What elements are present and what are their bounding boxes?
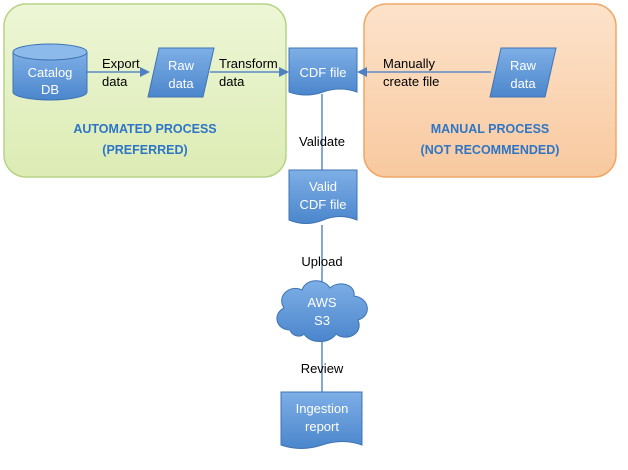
raw-data-manual-node: Raw data bbox=[489, 47, 557, 98]
manual-panel-title-line1: MANUAL PROCESS bbox=[431, 122, 550, 136]
label-transform-line1: Transform bbox=[219, 56, 278, 71]
raw-data-manual-line1: Raw bbox=[510, 58, 537, 73]
raw-data-automated-node: Raw data bbox=[147, 47, 215, 98]
raw-data-automated-line1: Raw bbox=[168, 58, 195, 73]
cdf-file-label: CDF file bbox=[300, 65, 347, 80]
label-export-line1: Export bbox=[102, 56, 140, 71]
label-export-line2: data bbox=[102, 74, 128, 89]
manual-panel-title-line2: (NOT RECOMMENDED) bbox=[421, 143, 560, 157]
automated-panel-title-line2: (PREFERRED) bbox=[102, 143, 187, 157]
valid-cdf-file-line2: CDF file bbox=[300, 197, 347, 212]
raw-data-manual-line2: data bbox=[510, 76, 536, 91]
aws-s3-line1: AWS bbox=[307, 295, 336, 310]
label-manual-line1: Manually bbox=[383, 56, 436, 71]
aws-s3-cloud-node: AWS S3 bbox=[276, 280, 368, 342]
manual-process-panel bbox=[363, 3, 617, 178]
valid-cdf-file-line1: Valid bbox=[309, 179, 337, 194]
label-validate: Validate bbox=[299, 134, 345, 149]
valid-cdf-file-node: Valid CDF file bbox=[288, 169, 358, 224]
ingestion-report-line1: Ingestion bbox=[296, 401, 349, 416]
raw-data-automated-line2: data bbox=[168, 76, 194, 91]
label-upload: Upload bbox=[301, 254, 342, 269]
ingestion-report-node: Ingestion report bbox=[280, 391, 363, 449]
catalog-db-line1: Catalog bbox=[28, 65, 73, 80]
aws-s3-line2: S3 bbox=[314, 313, 330, 328]
cdf-file-node: CDF file bbox=[288, 47, 358, 96]
label-manual-line2: create file bbox=[383, 74, 439, 89]
catalog-db-node: Catalog DB bbox=[12, 43, 88, 101]
label-transform-line2: data bbox=[219, 74, 245, 89]
catalog-db-line2: DB bbox=[41, 82, 59, 97]
label-review: Review bbox=[301, 361, 344, 376]
automated-panel-title-line1: AUTOMATED PROCESS bbox=[73, 122, 216, 136]
ingestion-report-line2: report bbox=[305, 419, 339, 434]
